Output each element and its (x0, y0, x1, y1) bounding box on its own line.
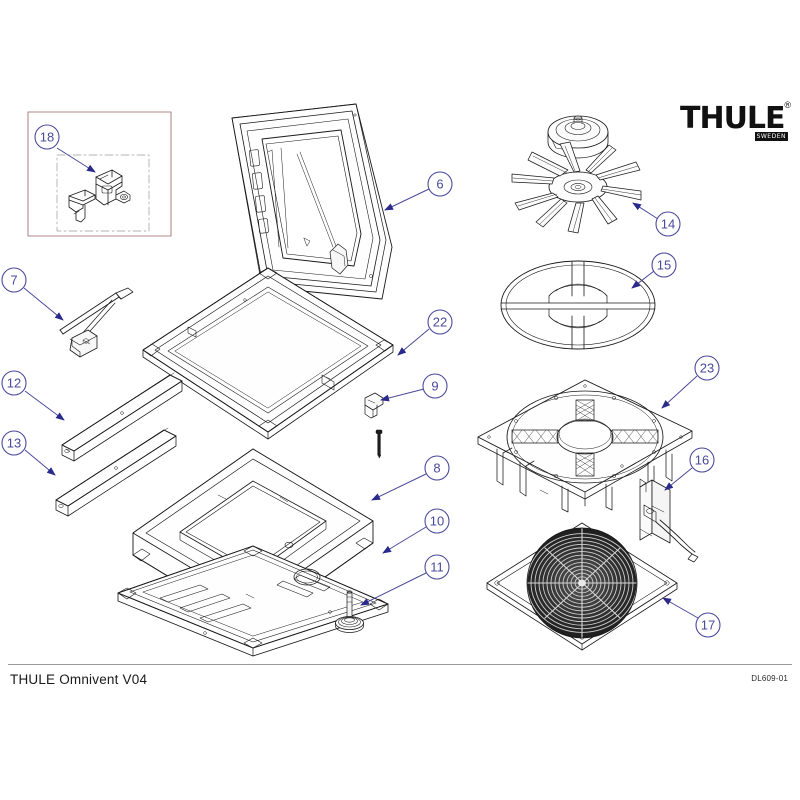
thule-logo-sweden-tag: SWEDEN (754, 132, 788, 141)
callout-bubble-13[interactable]: 13 (1, 430, 27, 456)
callout-bubbles: 18 6 14 15 7 22 12 9 23 13 16 8 10 11 17 (1, 124, 721, 638)
bracket-large-18 (95, 169, 131, 206)
footer-title: THULE Omnivent V04 (10, 672, 148, 687)
footer-drawing-code: DL609-01 (751, 674, 788, 683)
callout-number-16: 16 (695, 453, 709, 468)
part-lifting-arm-7 (59, 287, 134, 358)
callout-circle-6 (427, 171, 453, 197)
callout-leader-15 (631, 270, 655, 289)
callout-number-9: 9 (431, 379, 438, 394)
callout-number-15: 15 (657, 258, 671, 273)
callout-number-11: 11 (430, 560, 444, 575)
callout-number-8: 8 (433, 461, 440, 476)
callout-leader-23 (661, 375, 698, 409)
callout-number-6: 6 (436, 177, 443, 192)
callout-bubble-11[interactable]: 11 (424, 554, 450, 580)
callout-bubble-8[interactable]: 8 (424, 455, 450, 481)
callout-leader-12 (24, 390, 65, 421)
part-guide-rail-upper-12 (61, 372, 183, 462)
callout-circle-10 (424, 508, 450, 534)
callout-bubble-22[interactable]: 22 (427, 309, 453, 335)
callout-circle-23 (694, 355, 720, 381)
callout-leader-9 (380, 388, 425, 402)
callout-leader-22 (397, 328, 430, 356)
callout-number-23: 23 (700, 361, 714, 376)
callout-bubble-7[interactable]: 7 (1, 267, 27, 293)
fan-motor-hub (547, 115, 609, 159)
callout-bubble-17[interactable]: 17 (695, 612, 721, 638)
callout-leader-13 (24, 449, 56, 476)
callout-circle-9 (422, 373, 448, 399)
callout-leader-11 (360, 572, 427, 606)
part-lid-frame-6 (231, 103, 393, 300)
thule-logo: THULE ® SWEDEN (680, 100, 791, 144)
part-fan-housing-plate-23 (477, 379, 693, 513)
footer-divider (8, 664, 792, 665)
callout-bubble-15[interactable]: 15 (651, 252, 677, 278)
callout-leader-14 (632, 202, 659, 220)
callout-leader-17 (662, 597, 699, 619)
fan-grille-rings-17 (527, 528, 637, 638)
callout-number-10: 10 (430, 514, 444, 529)
callout-circle-16 (689, 447, 715, 473)
callout-leader-18 (56, 147, 96, 173)
part-inner-frame-22 (142, 267, 394, 440)
callout-bubble-9[interactable]: 9 (422, 373, 448, 399)
fan-grille-outline-17 (526, 527, 638, 639)
callout-bubble-10[interactable]: 10 (424, 508, 450, 534)
callout-bubble-23[interactable]: 23 (694, 355, 720, 381)
callout-circle-7 (1, 267, 27, 293)
part-clip-and-screw-9 (364, 392, 384, 459)
callout-circle-15 (651, 252, 677, 278)
part-base-flange-plate-10 (117, 545, 389, 657)
callout-circle-18 (34, 124, 60, 150)
callout-number-22: 22 (433, 315, 447, 330)
callout-number-12: 12 (7, 376, 21, 391)
callout-number-7: 7 (10, 273, 17, 288)
callout-circle-11 (424, 554, 450, 580)
callout-layer (23, 147, 699, 619)
part-fan-spider-ring-15 (500, 260, 656, 350)
callout-leader-7 (23, 287, 64, 321)
thule-logo-wordmark: THULE (680, 101, 786, 136)
callout-number-18: 18 (40, 130, 54, 145)
callout-circle-12 (1, 370, 27, 396)
callout-leader-6 (384, 188, 430, 211)
callout-bubble-6[interactable]: 6 (427, 171, 453, 197)
callout-number-13: 13 (7, 436, 21, 451)
screw-9 (375, 429, 383, 459)
callout-circle-14 (655, 211, 681, 237)
callout-bubble-16[interactable]: 16 (689, 447, 715, 473)
callout-bubble-12[interactable]: 12 (1, 370, 27, 396)
callout-bubble-18[interactable]: 18 (34, 124, 60, 150)
callout-circle-22 (427, 309, 453, 335)
callout-bubble-14[interactable]: 14 (655, 211, 681, 237)
bracket-small-18 (68, 189, 96, 223)
callout-circle-13 (1, 430, 27, 456)
part-switch-bracket-16 (639, 478, 699, 563)
callout-number-14: 14 (661, 217, 675, 232)
callout-leader-8 (371, 473, 427, 501)
part-fan-impeller-14 (511, 115, 642, 234)
part-spindle-knob-11 (335, 590, 364, 633)
callout-circle-17 (695, 612, 721, 638)
callout-circle-8 (424, 455, 450, 481)
part-guide-rail-lower-13 (55, 427, 177, 517)
registered-trademark-icon: ® (784, 100, 791, 110)
callout-leader-10 (382, 526, 427, 554)
callout-number-17: 17 (701, 618, 715, 633)
callout-leader-16 (664, 467, 693, 491)
